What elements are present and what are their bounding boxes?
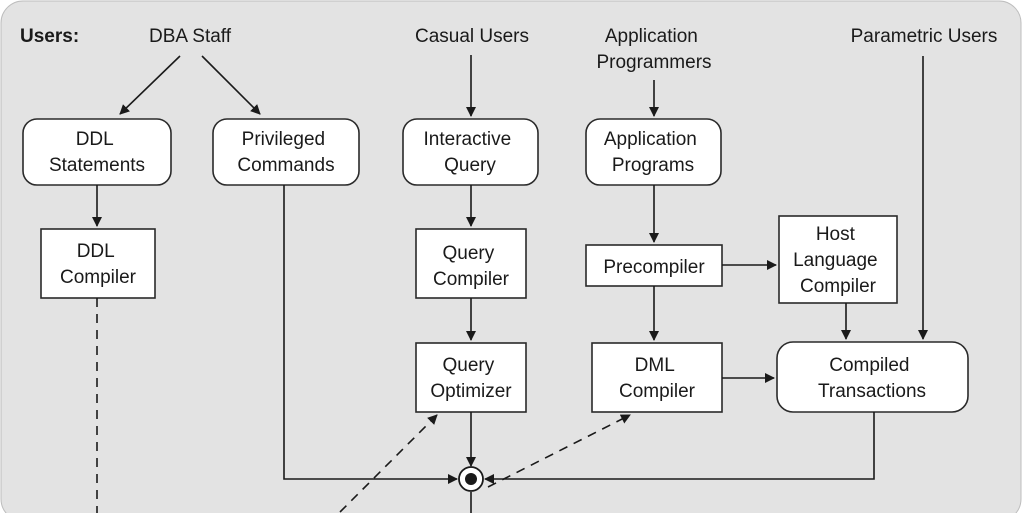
svg-text:DDL Compiler: DDL Compiler (60, 241, 137, 288)
interactive-query-box: Interactive Query (402, 118, 539, 186)
ddl-statements-line-2: Statements (49, 155, 145, 176)
host-language-compiler-box: Host Language Compiler (778, 215, 898, 304)
svg-text:Compiled Transactions: Compiled Transactions (818, 355, 926, 402)
query-optimizer-line-2: Optimizer (430, 381, 512, 402)
interactive-query-line-1: Interactive (424, 129, 512, 150)
dba-staff-label: DBA Staff (149, 26, 232, 47)
query-optimizer-box: Query Optimizer (415, 342, 527, 413)
parametric-users-label: Parametric Users (851, 26, 998, 47)
arrow-privileged-commands-to-junction (283, 185, 458, 484)
application-programs-line-2: Programs (612, 155, 694, 176)
privileged-commands-box: Privileged Commands (212, 118, 360, 186)
host-language-compiler-line-3: Compiler (800, 276, 877, 297)
ddl-compiler-line-1: DDL (77, 241, 114, 262)
dml-compiler-line-1: DML (635, 355, 675, 376)
application-programmers-label: Application Programmers (596, 26, 711, 73)
interactive-query-line-2: Query (444, 155, 496, 176)
precompiler-label: Precompiler (603, 257, 705, 278)
query-optimizer-line-1: Query (442, 355, 494, 376)
dml-compiler-line-2: Compiler (619, 381, 696, 402)
svg-text:DML Compiler: DML Compiler (619, 355, 696, 402)
dashed-arrow-to-dml-compiler (487, 414, 631, 488)
casual-users-label: Casual Users (415, 26, 529, 47)
dml-compiler-box: DML Compiler (591, 342, 723, 413)
connector-arrows (92, 55, 928, 513)
dashed-arrow-to-query-optimizer (339, 414, 438, 513)
svg-text:DDL Statements: DDL Statements (49, 129, 145, 176)
svg-text:Host Language Comp: Host Language Compiler (793, 224, 883, 297)
users-heading: Users: (20, 26, 79, 47)
application-programs-box: Application Programs (585, 118, 722, 186)
ddl-statements-line-1: DDL (76, 129, 113, 150)
compiled-transactions-line-2: Transactions (818, 381, 926, 402)
compiled-transactions-box: Compiled Transactions (776, 341, 969, 413)
svg-text:Privileged Commands: Privileged Commands (237, 129, 334, 176)
compiled-transactions-line-1: Compiled (829, 355, 909, 376)
arrow-compiled-transactions-to-junction (484, 412, 875, 484)
query-compiler-line-1: Query (442, 243, 494, 264)
query-compiler-line-2: Compiler (433, 269, 510, 290)
arrow-dba-to-ddl-statements (119, 55, 181, 115)
precompiler-box: Precompiler (585, 244, 723, 287)
ddl-compiler-line-2: Compiler (60, 267, 137, 288)
ddl-compiler-box: DDL Compiler (40, 228, 156, 299)
svg-text:Interactive Query: Interactive Query (424, 129, 517, 176)
privileged-commands-line-1: Privileged (242, 129, 325, 150)
arrow-dba-to-privileged-commands (201, 55, 261, 115)
application-programmers-line-1: Application (605, 26, 698, 47)
svg-text:Application Programs: Application Programs (604, 129, 702, 176)
svg-text:Query Compiler: Query Compiler (433, 243, 510, 290)
junction-node (458, 466, 484, 492)
application-programs-line-1: Application (604, 129, 697, 150)
ddl-statements-box: DDL Statements (22, 118, 172, 186)
application-programmers-line-2: Programmers (596, 52, 711, 73)
privileged-commands-line-2: Commands (237, 155, 334, 176)
query-compiler-box: Query Compiler (415, 228, 527, 299)
host-language-compiler-line-1: Host (816, 224, 856, 245)
host-language-compiler-line-2: Language (793, 250, 878, 271)
svg-text:Query Optimizer: Query Optimizer (430, 355, 512, 402)
